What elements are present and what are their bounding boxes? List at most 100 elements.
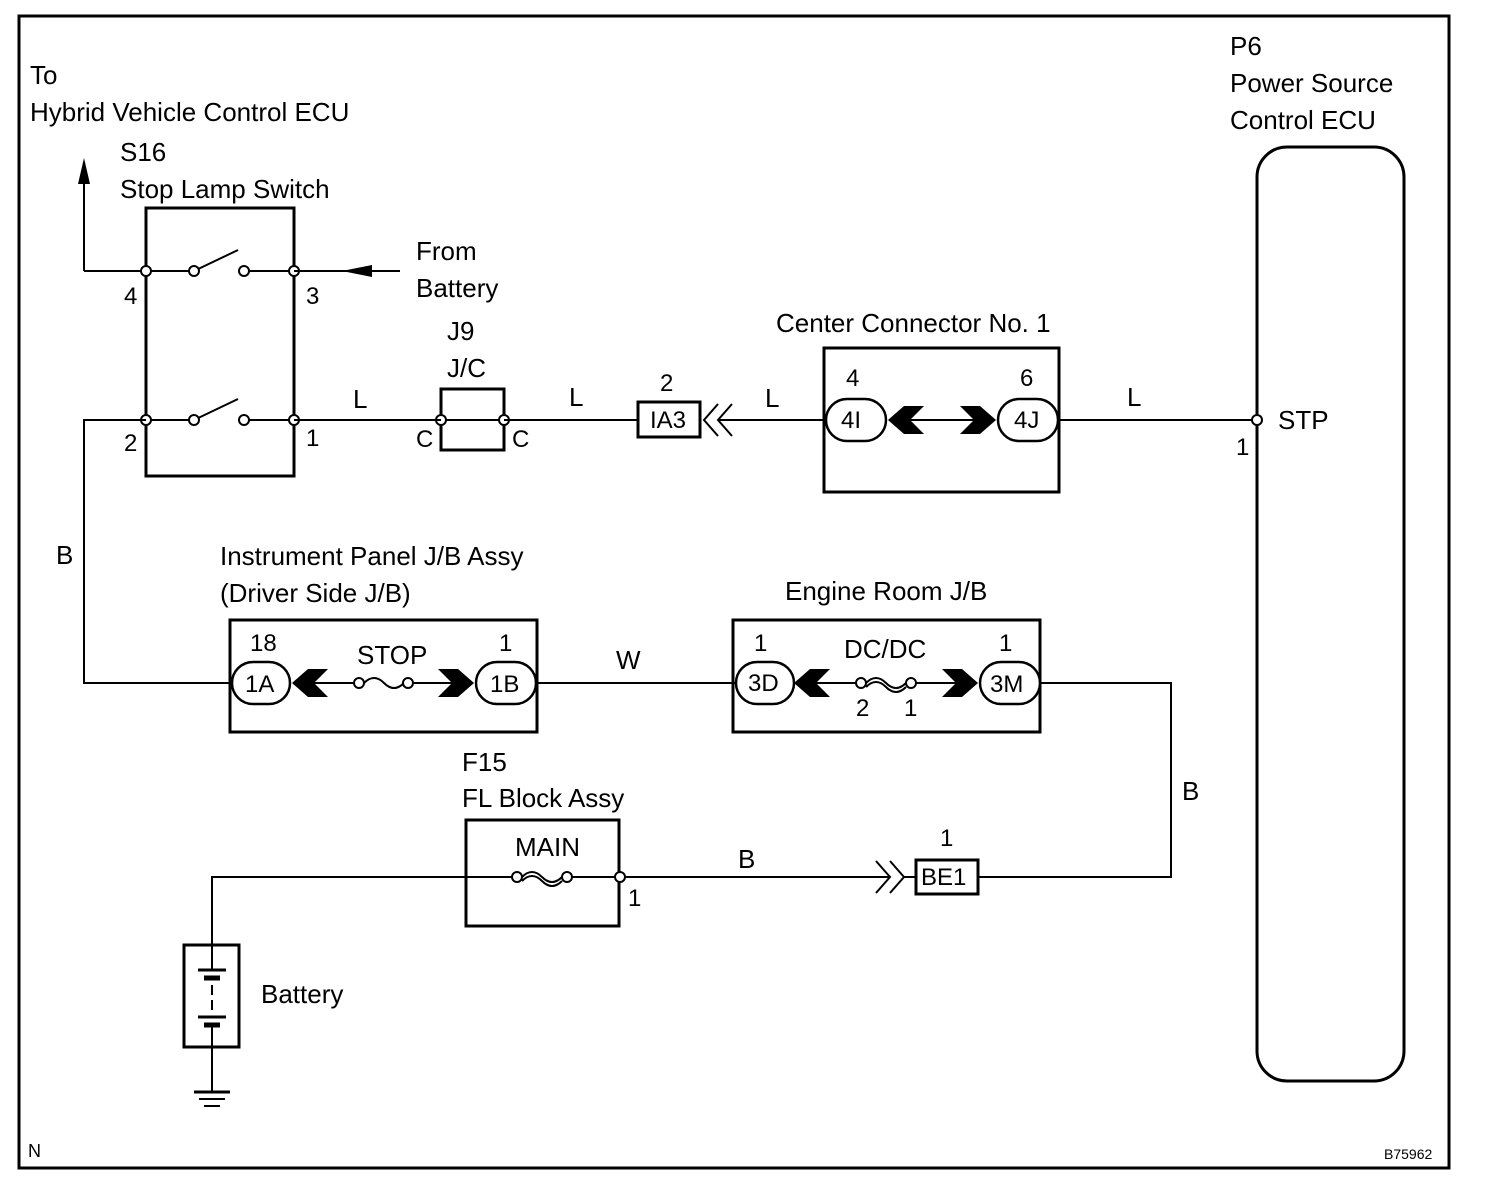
- inline-connector-icon: [702, 403, 719, 437]
- label-hybrid-ecu: Hybrid Vehicle Control ECU: [30, 97, 349, 127]
- label-from: From: [416, 236, 477, 266]
- wire-color-er-be1: B: [1182, 776, 1199, 806]
- wire-er-be1: [978, 682, 1172, 878]
- dcdc-fuse-icon-line: [865, 681, 907, 693]
- fuse-terminal: [402, 677, 414, 689]
- connector-1b-label: 1B: [490, 671, 519, 698]
- label-center-connector: Center Connector No. 1: [776, 308, 1051, 338]
- fuse-terminal: [561, 871, 573, 883]
- pin-1b: 1: [499, 630, 512, 657]
- pin-ia3: 2: [660, 370, 673, 397]
- main-fuse-icon: [521, 871, 563, 883]
- wire-color-ip-er: W: [616, 645, 641, 675]
- connector-3m-label: 3M: [990, 671, 1023, 698]
- switch-contact: [238, 414, 250, 426]
- switch-upper-blade: [193, 249, 239, 272]
- wire-battery-f15: [211, 876, 466, 945]
- fuse-stop-label: STOP: [357, 640, 427, 670]
- fuse-terminal: [511, 871, 523, 883]
- label-stp: STP: [1278, 405, 1329, 435]
- label-p6-name1: Power Source: [1230, 68, 1393, 98]
- label-j9-name: J/C: [447, 353, 486, 383]
- connector-male-icon: [292, 669, 328, 697]
- terminal-p6-stp: [1251, 414, 1263, 426]
- diagram-frame: [17, 14, 1451, 1170]
- label-ip-jb-driver: (Driver Side J/B): [220, 578, 411, 608]
- wire-color-s16-ipjb: B: [56, 540, 73, 570]
- wire-color-j9-ia3: L: [569, 382, 583, 412]
- connector-1a-label: 1A: [245, 671, 274, 698]
- pin-4i: 4: [846, 365, 859, 392]
- terminal-f15-1: [614, 871, 626, 883]
- battery-icon: [198, 945, 226, 1047]
- connector-4j-label: 4J: [1014, 407, 1039, 434]
- wire-color-center-p6: L: [1127, 382, 1141, 412]
- connector-ia3: [636, 400, 702, 439]
- pin-fuse-1: 1: [904, 695, 917, 722]
- corner-label-left: N: [28, 1141, 41, 1161]
- connector-male-icon: [794, 669, 830, 697]
- pin-s16-1: 1: [306, 425, 319, 452]
- label-fl-block: FL Block Assy: [462, 783, 624, 813]
- main-fuse-icon-line: [521, 875, 563, 887]
- arrow-left-icon: [342, 265, 372, 277]
- connector-ia3-label: IA3: [650, 407, 686, 434]
- pin-p6: 1: [1236, 434, 1249, 461]
- connector-male-icon: [942, 669, 978, 697]
- fuse-terminal: [905, 677, 917, 689]
- pin-be1: 1: [940, 825, 953, 852]
- pin-s16-4: 4: [124, 283, 137, 310]
- pin-f15: 1: [628, 885, 641, 912]
- pin-3d: 1: [754, 630, 767, 657]
- label-stop-lamp-switch: Stop Lamp Switch: [120, 174, 330, 204]
- pin-j9-c-left: C: [416, 426, 433, 453]
- stop-lamp-switch-box: [144, 206, 296, 478]
- pin-1a: 18: [250, 630, 277, 657]
- label-er-jb: Engine Room J/B: [785, 576, 987, 606]
- switch-contact: [188, 414, 200, 426]
- figure-code: B75962: [1384, 1146, 1432, 1162]
- pin-fuse-2: 2: [856, 695, 869, 722]
- terminal-s16-4: [140, 265, 152, 277]
- stop-fuse-icon: [363, 677, 405, 689]
- connector-4i-label: 4I: [841, 407, 861, 434]
- label-f15-id: F15: [462, 747, 507, 777]
- fuse-main-label: MAIN: [515, 832, 580, 862]
- dcdc-fuse-icon: [865, 677, 907, 689]
- connector-male-icon: [960, 406, 996, 434]
- arrow-up-icon: [78, 158, 90, 184]
- label-ip-jb: Instrument Panel J/B Assy: [220, 541, 523, 571]
- fuse-terminal: [855, 677, 867, 689]
- connector-4i: [824, 397, 888, 443]
- connector-male-icon: [888, 406, 924, 434]
- pin-s16-2: 2: [124, 430, 137, 457]
- switch-contact: [238, 265, 250, 277]
- fuse-terminal: [353, 677, 365, 689]
- pin-4j: 6: [1020, 365, 1033, 392]
- power-source-ecu-box: [1255, 145, 1406, 1083]
- pin-j9-c-right: C: [512, 426, 529, 453]
- label-battery: Battery: [261, 979, 343, 1009]
- connector-1a: [230, 660, 292, 706]
- label-p6-name2: Control ECU: [1230, 105, 1376, 135]
- pin-3m: 1: [999, 630, 1012, 657]
- connector-be1-label: BE1: [921, 864, 966, 891]
- label-j9-id: J9: [447, 316, 474, 346]
- switch-contact: [188, 265, 200, 277]
- wire-color-ia3-center: L: [765, 383, 779, 413]
- wire-s16-ipjb: [83, 419, 232, 684]
- ip-jb-box: [228, 618, 539, 734]
- ground-icon: [194, 1047, 230, 1107]
- switch-lower-blade: [193, 398, 239, 421]
- connector-male-icon: [438, 669, 474, 697]
- wire-color-f15-be1: B: [738, 844, 755, 874]
- label-from-battery: Battery: [416, 273, 498, 303]
- inline-connector-icon: [889, 860, 906, 894]
- pin-s16-3: 3: [306, 283, 319, 310]
- connector-3d-label: 3D: [748, 670, 779, 697]
- wire-color-s16-j9: L: [353, 384, 367, 414]
- label-s16-id: S16: [120, 137, 166, 167]
- fuse-dcdc-label: DC/DC: [844, 634, 926, 664]
- label-p6-id: P6: [1230, 31, 1262, 61]
